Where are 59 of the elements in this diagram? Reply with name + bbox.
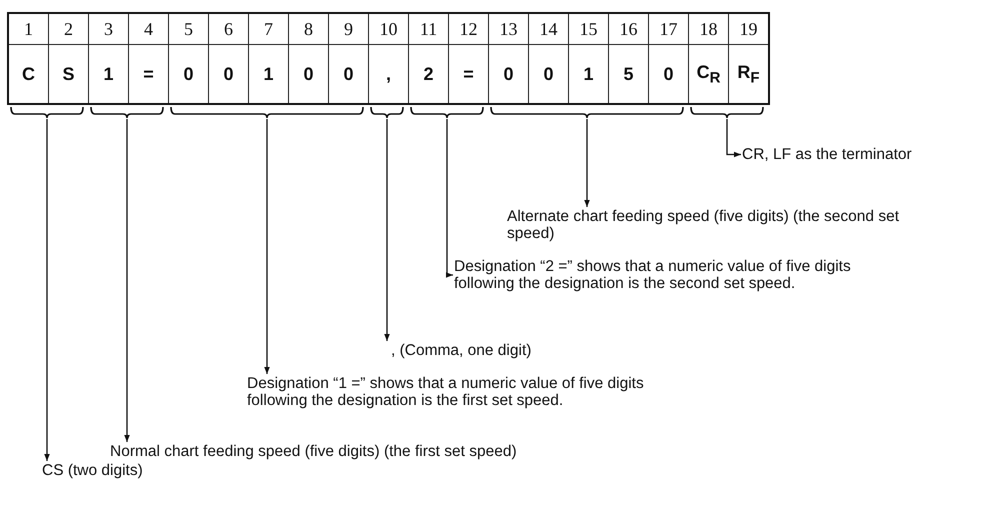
description-text: CR, LF as the terminator	[742, 146, 912, 163]
underbrace-bracket	[410, 106, 484, 119]
column-number: 1	[24, 18, 33, 38]
column-number: 11	[420, 18, 438, 38]
column-number: 18	[700, 18, 718, 38]
character: C$_{R}$	[696, 62, 720, 82]
column-number: 6	[224, 18, 233, 38]
column-number: 9	[344, 18, 353, 38]
leader-arrow	[726, 119, 741, 158]
column-number: 2	[64, 18, 73, 38]
column-number: 5	[184, 18, 193, 38]
description-text: Designation “1 =” shows that a numeric value of five digits following the designation is the first set speed.	[247, 375, 667, 409]
column-number: 4	[144, 18, 153, 38]
underbrace-bracket	[90, 106, 164, 119]
character: 0	[223, 64, 234, 84]
description-text: , (Comma, one digit)	[391, 342, 532, 359]
column-number: 16	[620, 18, 638, 38]
character: =	[463, 64, 474, 84]
character: 0	[183, 64, 194, 84]
column-number: 8	[304, 18, 313, 38]
column-number: 17	[660, 18, 678, 38]
column-number: 15	[580, 18, 598, 38]
underbrace-bracket	[10, 106, 84, 119]
leader-arrow	[124, 119, 130, 442]
column-number: 3	[104, 18, 113, 38]
character: 1	[263, 64, 274, 84]
character: 1	[583, 64, 594, 84]
leader-arrow	[44, 119, 50, 461]
column-number: 13	[500, 18, 518, 38]
character: C	[22, 64, 35, 84]
underbrace-bracket	[370, 106, 404, 119]
description-text: Designation “2 =” shows that a numeric value of five digits following the designation is the second set speed.	[454, 258, 874, 292]
character: 5	[623, 64, 634, 84]
column-number: 12	[460, 18, 478, 38]
description-text: Alternate chart feeding speed (five digits) (the second set speed)	[507, 208, 927, 242]
description-text: CS (two digits)	[42, 462, 143, 479]
column-number: 14	[540, 18, 558, 38]
leader-arrow	[264, 119, 270, 374]
character: 0	[543, 64, 554, 84]
character: 1	[103, 64, 114, 84]
column-number: 10	[380, 18, 398, 38]
underbrace-bracket	[690, 106, 764, 119]
character: ,	[386, 64, 391, 84]
character: 0	[503, 64, 514, 84]
leader-arrow	[384, 119, 390, 341]
description-text: Normal chart feeding speed (five digits) (the first set speed)	[110, 443, 517, 460]
leader-arrow	[584, 119, 590, 207]
character: =	[143, 64, 154, 84]
leader-arrow	[446, 119, 453, 278]
column-number: 19	[740, 18, 758, 38]
character: 0	[303, 64, 314, 84]
underbrace-bracket	[170, 106, 364, 119]
character: S	[62, 64, 74, 84]
character: 0	[343, 64, 354, 84]
column-number: 7	[264, 18, 273, 38]
character: 2	[423, 64, 434, 84]
character: 0	[663, 64, 674, 84]
character: R$_{F}$	[737, 62, 760, 82]
underbrace-bracket	[490, 106, 684, 119]
